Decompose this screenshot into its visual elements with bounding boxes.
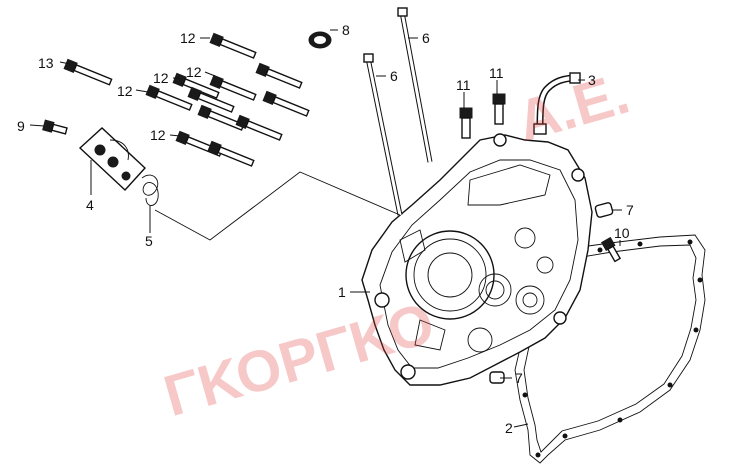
- leader-lines: [29, 29, 622, 428]
- callouts: 1 2 3 4 5 6 6 7 7 8 9 10 11 11 12 12 12 …: [17, 22, 634, 436]
- callout-11-left: 11: [456, 77, 471, 93]
- bolt-12: [207, 140, 255, 167]
- bolt-part-10: [600, 236, 622, 263]
- bolt-12: [235, 114, 283, 141]
- assembly-line: [154, 171, 401, 241]
- stud-part-6-short: [363, 53, 403, 216]
- callout-5: 5: [145, 233, 153, 249]
- hose-part-3: [533, 72, 581, 135]
- bolt-12: [262, 90, 310, 117]
- bolt-12: [197, 104, 245, 131]
- bolt-part-9: [42, 119, 68, 135]
- crankcase-part-1: [361, 133, 593, 386]
- callout-7-upper: 7: [626, 202, 634, 218]
- callout-1: 1: [338, 284, 346, 300]
- callout-8: 8: [342, 22, 350, 38]
- gasket-part-2: [514, 234, 706, 464]
- callout-4: 4: [86, 197, 94, 213]
- callout-6-upper: 6: [422, 30, 430, 46]
- dowel-pin-part-7-top: [594, 202, 614, 218]
- bolt-12: [172, 72, 220, 99]
- bolt-12: [209, 32, 257, 59]
- callout-10: 10: [614, 225, 630, 241]
- bolt-12: [145, 84, 193, 111]
- bolt-12: [255, 62, 303, 89]
- watermark-text: ΓΚΟΡΓΚΟ: [157, 290, 441, 429]
- bolt-12: [209, 74, 257, 101]
- callout-12-top: 12: [180, 30, 196, 46]
- spring-part-5: [141, 174, 159, 206]
- bolt-12: [187, 86, 235, 113]
- callout-13: 13: [38, 55, 54, 71]
- callout-3: 3: [588, 72, 596, 88]
- callout-6-lower: 6: [390, 68, 398, 84]
- bracket-assembly-part-4: [78, 127, 146, 191]
- bolt-part-11-right: [492, 93, 506, 125]
- oil-seal-part-8: [308, 31, 332, 49]
- callout-11-right: 11: [489, 65, 504, 81]
- stud-part-6-long: [397, 7, 433, 163]
- bolt-part-13: [63, 58, 113, 86]
- callout-12-mid-left: 12: [153, 70, 169, 86]
- watermark-suffix: Α.Ε.: [510, 61, 636, 155]
- callout-9: 9: [17, 118, 25, 134]
- callout-2: 2: [505, 420, 513, 436]
- callout-12-mid-right: 12: [186, 64, 202, 80]
- callout-12-lower: 12: [150, 127, 166, 143]
- callout-7-lower: 7: [515, 370, 523, 386]
- callout-12-left: 12: [117, 83, 133, 99]
- bolt-part-11-left: [459, 107, 473, 139]
- bolt-group-part-12: [145, 32, 310, 167]
